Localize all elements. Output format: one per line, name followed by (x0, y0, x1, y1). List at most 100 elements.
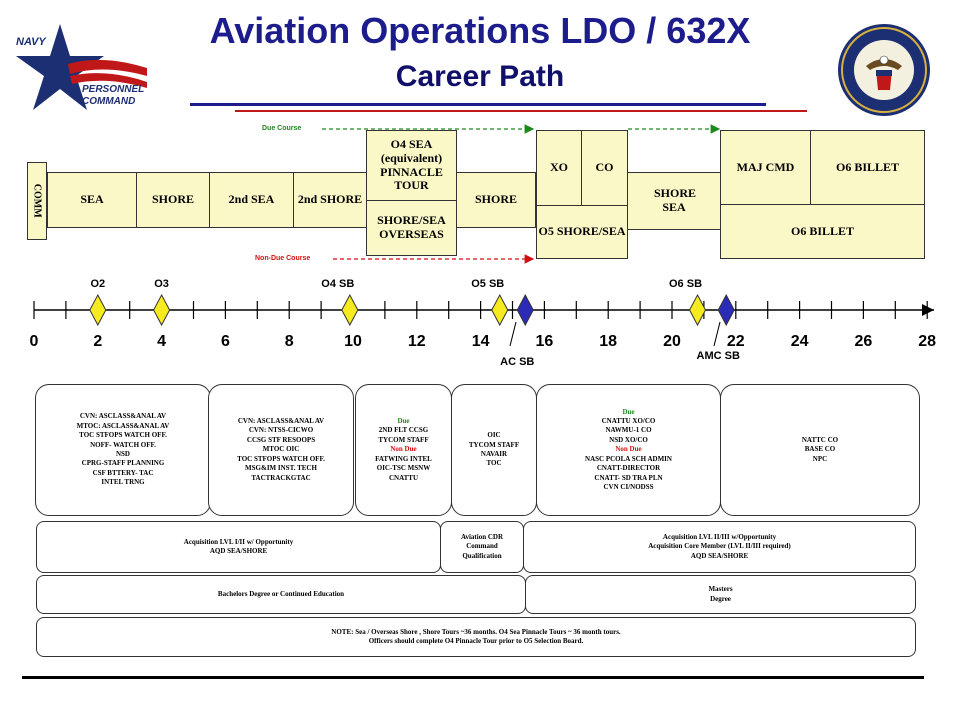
second-shore-block: 2nd SHORE (293, 172, 367, 228)
timeline-marker-label: O6 SB (669, 278, 703, 290)
title-underline-red (235, 110, 807, 112)
axis-tick-label: 22 (726, 333, 745, 350)
billet-line: CPRG-STAFF PLANNING (81, 459, 165, 468)
axis-tick-label: 18 (599, 333, 618, 350)
billet-line: CVN: ASCLASS&ANAL AV (79, 412, 167, 421)
billet-line: MTOC OIC (262, 445, 300, 454)
timeline-marker-diamond (153, 293, 171, 327)
qual-line: Acquisition LVL I/II w/ Opportunity (183, 537, 294, 546)
axis-tick-label: 10 (344, 333, 362, 350)
billet-line: NOFF- WATCH OFF. (90, 440, 156, 449)
billet-line: INTEL TRNG (101, 478, 145, 487)
billet-line: CNATT- SD TRA PLN (594, 473, 663, 482)
timeline-marker-diamond (341, 293, 359, 327)
billet-line: NSD (115, 450, 130, 458)
billet-line: TYCOM STAFF (378, 435, 429, 444)
logo-text-command: COMMAND (82, 96, 136, 107)
axis-tick-label: 16 (535, 333, 554, 350)
col3-non-due-label: Non Due (390, 445, 417, 454)
axis-tick-label: 8 (284, 333, 294, 350)
billet-line: TYCOM STAFF (468, 440, 520, 449)
billet-line: CVN: NTSS-CICWO (248, 426, 314, 435)
timeline-marker-diamond (491, 293, 509, 327)
due-course-label: Due Course (262, 125, 302, 132)
footer-rule (22, 676, 924, 679)
note-line: Officers should complete O4 Pinnacle Tou… (368, 637, 584, 645)
shore-block: SHORE (136, 172, 210, 228)
shore-sea-stack-block: SHORE SEA (627, 172, 721, 230)
billet-line: CVN: ASCLASS&ANAL AV (237, 416, 325, 425)
timeline-marker-label: O5 SB (471, 278, 505, 290)
npc-logo: NAVY PERSONNEL COMMAND (12, 24, 152, 114)
title-underline-blue (190, 103, 766, 106)
billet-line: NAVAIR (480, 450, 508, 458)
o6-billet-top-block: O6 BILLET (810, 130, 925, 205)
shore-sea-overseas-block: SHORE/SEA OVERSEAS (366, 200, 457, 256)
axis-tick-label: 2 (93, 333, 103, 350)
billet-line: 2ND FLT CCSG (378, 426, 429, 435)
timeline-marker-diamond (89, 293, 107, 327)
billet-line: MSG&IM INST. TECH (245, 464, 317, 473)
billet-line: OIC-TSC MSNW (376, 464, 431, 473)
qual-line: Degree (710, 594, 731, 603)
billet-line: TOC STFOPS WATCH OFF. (237, 454, 325, 463)
non-due-course-label: Non-Due Course (255, 255, 311, 262)
billet-line: BASE CO (804, 445, 836, 454)
col3-due-label: Due (397, 416, 410, 425)
qual-line: Aviation CDR (460, 532, 504, 541)
billet-line: MTOC: ASCLASS&ANAL AV (76, 421, 170, 430)
billet-line: NATTC CO (801, 435, 839, 444)
logo-text-navy: NAVY (16, 36, 46, 48)
navy-seal (836, 22, 932, 118)
o4-sea-pinnacle-block: O4 SEA (equivalent) PINNACLE TOUR (366, 130, 457, 201)
bachelors-text: Bachelors Degree or Continued Education (217, 589, 345, 598)
co-block: CO (581, 130, 628, 206)
qual-line: Command (466, 542, 498, 551)
shore-sea-stack-label: SHORE SEA (654, 186, 697, 214)
billet-line: NSD XO/CO (609, 435, 648, 444)
timeline-marker-label: O3 (154, 278, 169, 290)
timeline-marker-diamond (516, 293, 534, 327)
col5-non-due-label: Non Due (615, 445, 642, 454)
comm-block: COMM (27, 162, 47, 240)
billet-line: TOC (486, 459, 502, 468)
o6-billet-bottom-block: O6 BILLET (720, 204, 925, 259)
o5-shore-sea-block: O5 SHORE/SEA (536, 205, 628, 259)
billet-line: CCSG STF RESOOPS (246, 435, 316, 444)
qual-line: Qualification (462, 551, 502, 560)
axis-tick-label: 28 (918, 333, 937, 350)
billet-line: TOC STFOPS WATCH OFF. (79, 431, 167, 440)
qual-line: Acquisition Core Member (LVL II/III requ… (648, 542, 791, 551)
note-line: NOTE: Sea / Overseas Shore , Shore Tours… (331, 627, 621, 636)
axis-tick-label: 6 (220, 333, 230, 350)
axis-tick-label: 24 (790, 333, 809, 350)
billet-line: NAWMU-1 CO (605, 426, 652, 435)
logo-text-personnel: PERSONNEL (82, 84, 145, 95)
billet-line: TACTRACKGTAC (251, 473, 311, 482)
qual-line: AQD SEA/SHORE (209, 547, 268, 555)
timeline-marker-label: AMC SB (696, 350, 740, 362)
star-logo-icon (16, 24, 147, 110)
billet-line: CNATT-DIRECTOR (596, 464, 661, 473)
qual-line: Acquisition LVL II/III w/Opportunity (662, 532, 777, 541)
qual-line: AQD SEA/SHORE (690, 551, 749, 560)
axis-tick-label: 12 (407, 333, 426, 350)
billet-line: NASC PCOLA SCH ADMIN (585, 454, 672, 463)
page-subtitle: Career Path (395, 60, 565, 93)
second-sea-block: 2nd SEA (209, 172, 294, 228)
note-box: NOTE: Sea / Overseas Shore , Shore Tours… (36, 617, 916, 657)
billet-line: CVN CI/NODSS (603, 483, 654, 492)
timeline-marker-label: O2 (90, 278, 106, 290)
axis-tick-label: 14 (471, 333, 490, 350)
timeline-marker-diamond (688, 293, 707, 327)
billet-line: NPC (812, 454, 828, 463)
